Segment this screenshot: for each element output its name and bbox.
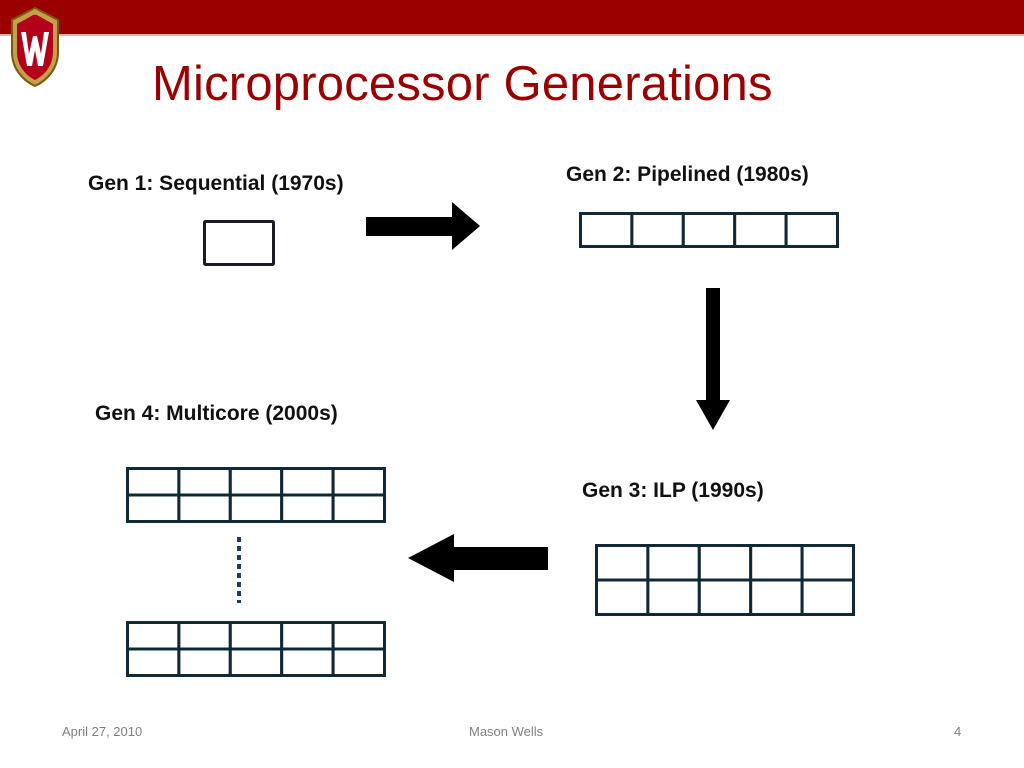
grid-cell xyxy=(331,647,387,677)
gen1-label: Gen 1: Sequential (1970s) xyxy=(88,172,344,195)
grid-cell xyxy=(177,467,232,497)
gen4-multicore-grid-bottom xyxy=(126,621,387,677)
slide-title: Microprocessor Generations xyxy=(152,57,773,111)
header-bar xyxy=(0,0,1024,34)
grid-cell xyxy=(280,621,335,651)
grid-cell xyxy=(646,544,701,582)
gen4-ellipsis-dots xyxy=(237,537,241,603)
grid-cell xyxy=(126,493,181,523)
grid-cell xyxy=(697,578,753,616)
grid-cell xyxy=(177,493,232,523)
arrow-down-icon xyxy=(696,288,730,430)
footer-page-number: 4 xyxy=(954,724,962,739)
grid-cell xyxy=(177,647,232,677)
grid-cell xyxy=(749,578,804,616)
grid-cell xyxy=(697,544,753,582)
gen3-ilp-grid xyxy=(595,544,856,616)
grid-cell xyxy=(280,647,335,677)
grid-cell xyxy=(800,578,856,616)
grid-cell xyxy=(280,493,335,523)
gen2-pipeline-grid xyxy=(579,212,840,248)
grid-cell xyxy=(228,493,284,523)
gen2-label: Gen 2: Pipelined (1980s) xyxy=(566,163,809,186)
grid-cell xyxy=(579,212,634,248)
grid-cell xyxy=(331,493,387,523)
grid-cell xyxy=(228,647,284,677)
grid-cell xyxy=(630,212,685,248)
grid-cell xyxy=(595,544,650,582)
grid-cell xyxy=(126,647,181,677)
grid-cell xyxy=(733,212,788,248)
gen4-multicore-grid-top xyxy=(126,467,387,523)
grid-cell xyxy=(784,212,840,248)
grid-cell xyxy=(595,578,650,616)
grid-cell xyxy=(228,621,284,651)
grid-cell xyxy=(228,467,284,497)
grid-cell xyxy=(280,467,335,497)
arrow-left-icon xyxy=(408,534,548,582)
gen4-label: Gen 4: Multicore (2000s) xyxy=(95,402,338,425)
grid-cell xyxy=(331,621,387,651)
grid-cell xyxy=(331,467,387,497)
university-crest-icon xyxy=(11,6,59,88)
grid-cell xyxy=(646,578,701,616)
footer-date: April 27, 2010 xyxy=(62,724,143,739)
grid-cell xyxy=(800,544,856,582)
grid-cell xyxy=(126,467,181,497)
grid-cell xyxy=(177,621,232,651)
header-rule xyxy=(0,34,1024,36)
footer-author: Mason Wells xyxy=(469,724,544,739)
grid-cell xyxy=(126,621,181,651)
grid-cell xyxy=(749,544,804,582)
gen1-sequential-block xyxy=(203,220,275,266)
gen3-label: Gen 3: ILP (1990s) xyxy=(582,479,764,502)
grid-cell xyxy=(681,212,737,248)
arrow-right-icon xyxy=(366,202,480,250)
